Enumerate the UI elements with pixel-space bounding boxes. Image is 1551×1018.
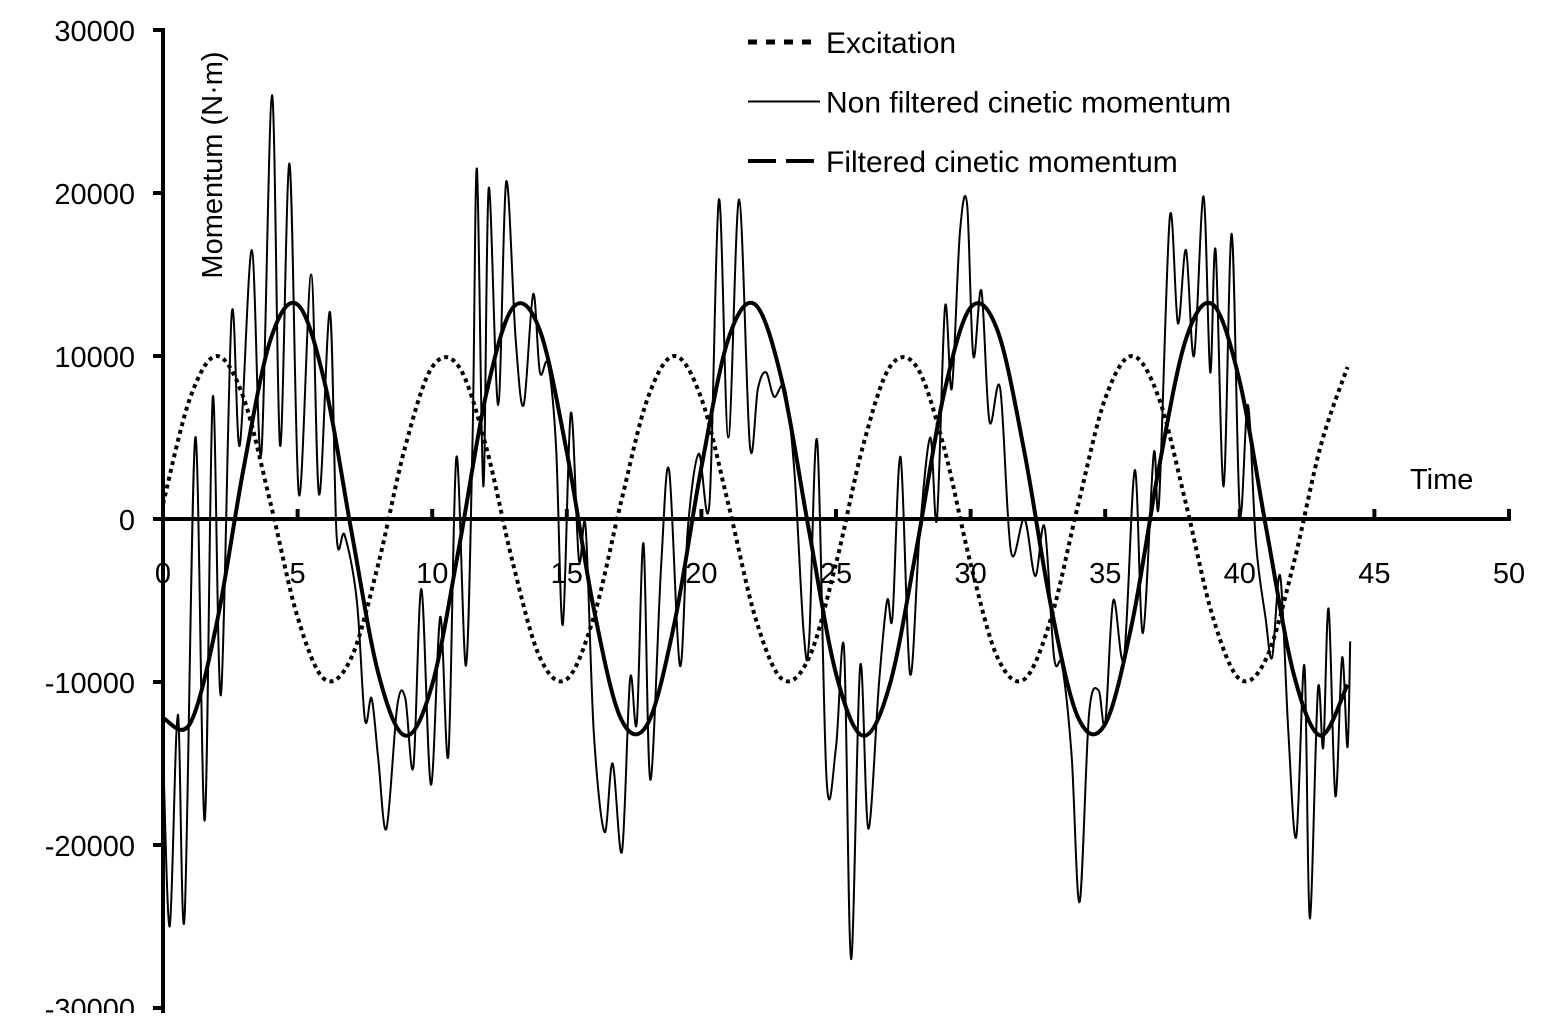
x-tick-label: 10 [416,558,448,590]
x-axis-label: Time [1410,464,1473,496]
y-tick-label: -20000 [45,831,135,863]
x-tick-label: 25 [820,558,852,590]
y-tick-label: 30000 [54,16,135,48]
legend-label: Excitation [826,27,956,60]
y-tick-label: 0 [119,505,135,537]
x-tick-label: 30 [954,558,986,590]
y-tick-label: -30000 [45,994,135,1013]
y-tick-label: 10000 [54,342,135,374]
legend-label: Filtered cinetic momentum [826,146,1178,179]
x-tick-label: 40 [1224,558,1256,590]
series-line-1 [162,94,1352,961]
series-line-0 [161,354,1350,684]
x-tick-label: 20 [685,558,717,590]
series-layer [161,94,1352,961]
y-axis-label: Momentum (N·m) [197,51,229,278]
y-tick-label: 20000 [54,179,135,211]
legend-label: Non filtered cinetic momentum [826,87,1231,120]
ticks-layer: 0 5 10 15 20 25 30 35 40 45 50 30000 20000 10000 0 -100… [45,16,1525,1018]
x-tick-label: 35 [1089,558,1121,590]
x-tick-label: 50 [1493,558,1525,590]
x-tick-label: 45 [1358,558,1390,590]
y-tick-label: -10000 [45,668,135,700]
x-tick-label: 0 [155,558,171,590]
series-line-2 [162,300,1350,738]
x-tick-label: 15 [551,558,583,590]
x-tick-label: 5 [290,558,306,590]
